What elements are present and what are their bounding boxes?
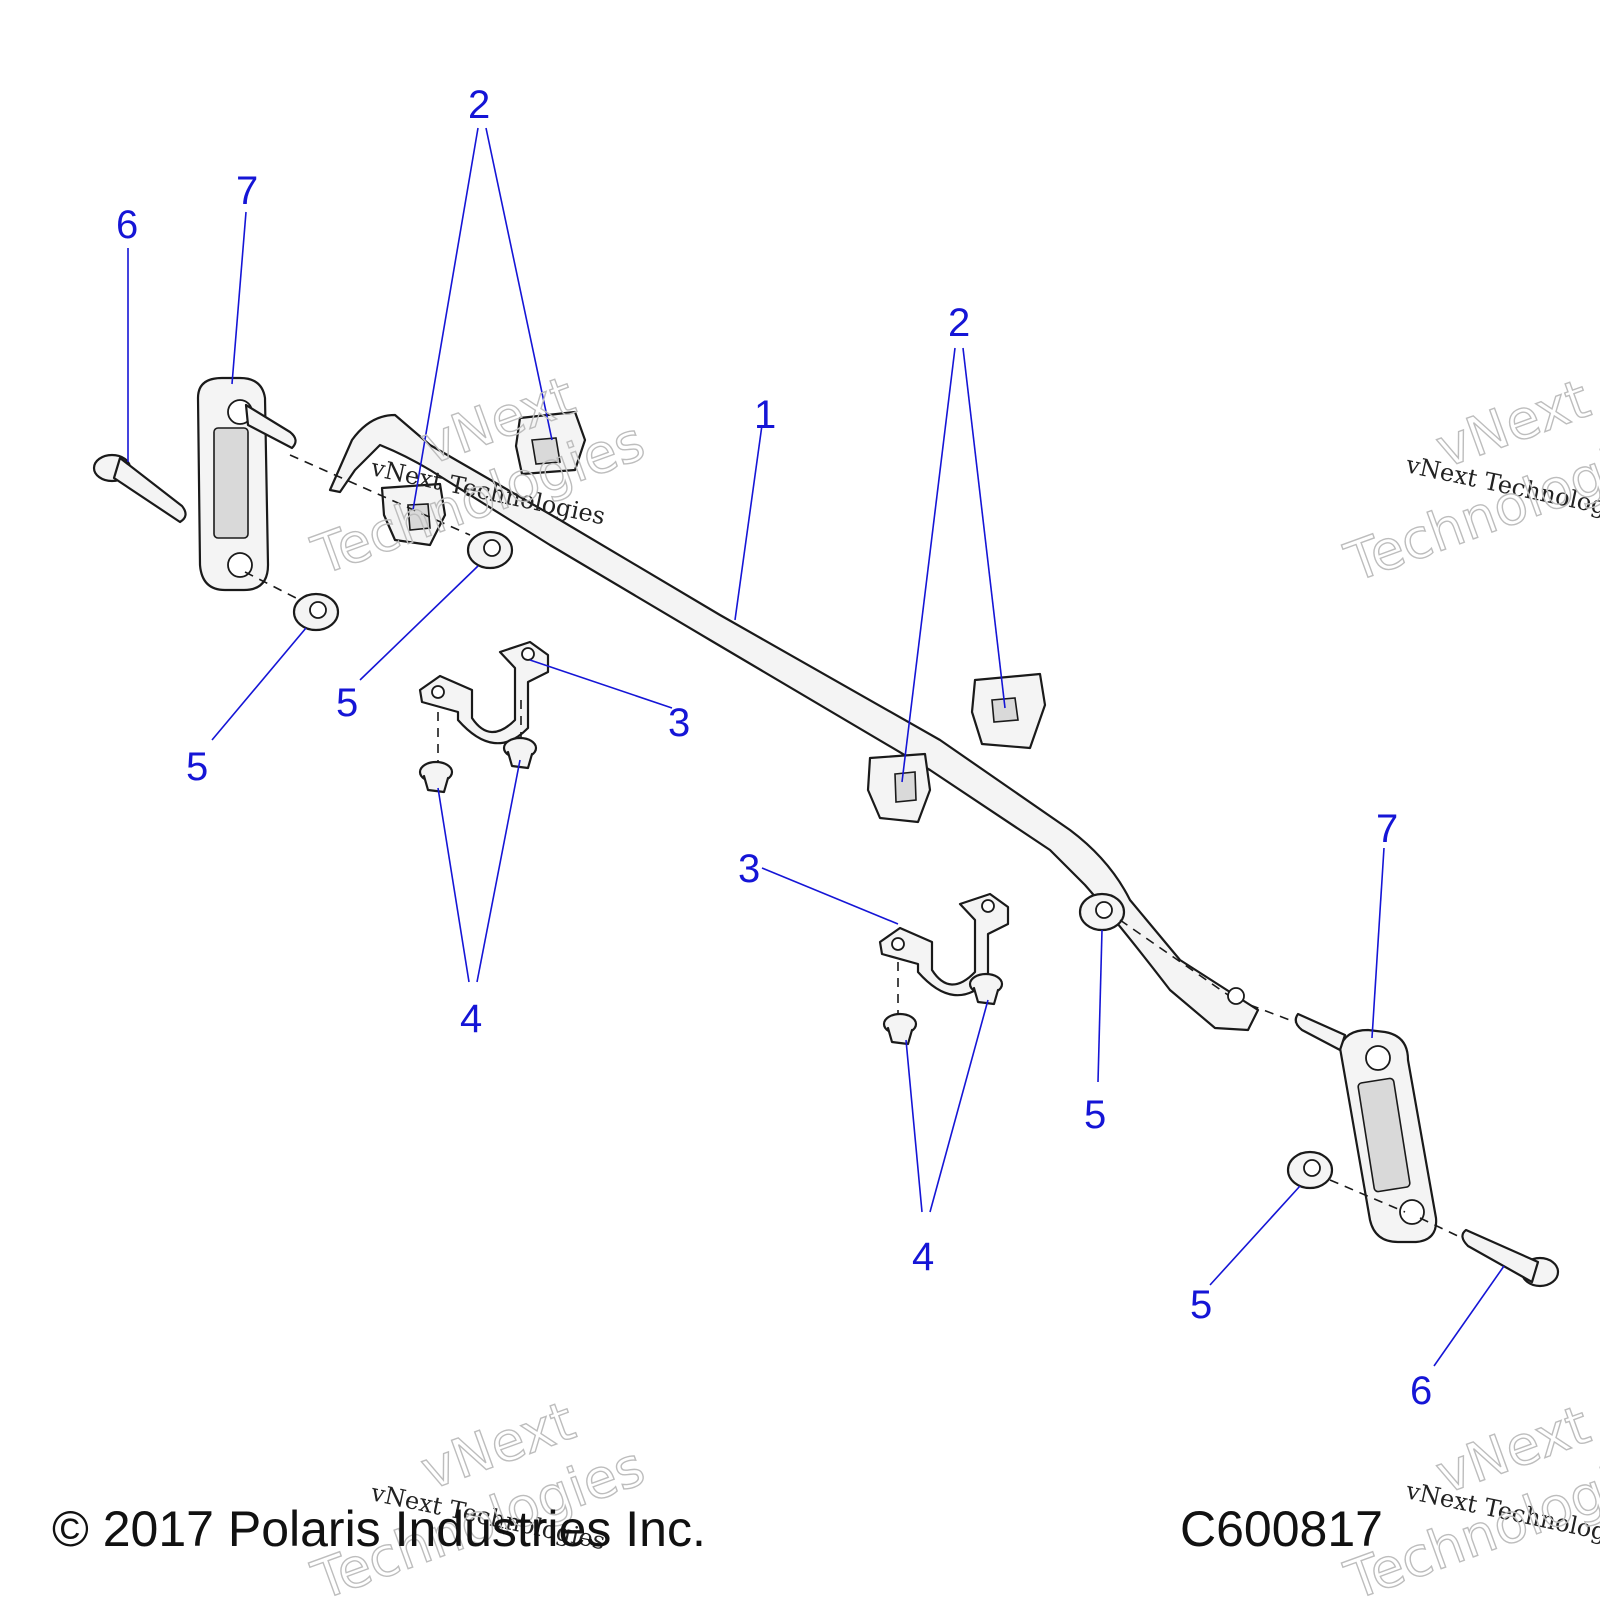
bushing-right-inner xyxy=(1078,892,1126,932)
drawing-number: C600817 xyxy=(1180,1501,1383,1557)
callout-7-left: 7 xyxy=(236,169,258,213)
stabilizer-bar xyxy=(328,413,1260,1032)
callout-3-left: 3 xyxy=(668,701,690,745)
nut-right-a xyxy=(882,1012,918,1046)
bar-bushing-left-a xyxy=(514,410,587,476)
link-left xyxy=(196,376,297,592)
callout-4-right: 4 xyxy=(912,1235,934,1279)
clamp-right xyxy=(878,892,1010,997)
callout-5-right-inner: 5 xyxy=(1084,1093,1106,1137)
callout-6-left: 6 xyxy=(116,203,138,247)
nut-left-a xyxy=(418,760,454,794)
bushing-left-inner xyxy=(466,530,514,570)
leader-lines xyxy=(127,127,1505,1367)
callout-1: 1 xyxy=(754,393,776,437)
bar-bushing-right-b xyxy=(866,752,932,824)
callout-3-right: 3 xyxy=(738,847,760,891)
callout-6-right: 6 xyxy=(1410,1369,1432,1413)
bushing-right-outer xyxy=(1286,1150,1334,1190)
nut-right-b xyxy=(968,972,1004,1006)
bar-bushing-right-a xyxy=(970,672,1047,750)
nut-left-b xyxy=(502,736,538,770)
bolt-right xyxy=(1461,1228,1560,1288)
callout-5-right-outer: 5 xyxy=(1190,1283,1212,1327)
callout-2-right: 2 xyxy=(948,301,970,345)
bolt-left xyxy=(92,453,187,524)
clamp-left xyxy=(418,640,550,745)
callout-5-left-outer: 5 xyxy=(186,745,208,789)
callout-2-left: 2 xyxy=(468,83,490,127)
callout-5-left-inner: 5 xyxy=(336,681,358,725)
callout-4-left: 4 xyxy=(460,997,482,1041)
assembly-axes xyxy=(244,454,1463,1239)
bushing-left-outer xyxy=(292,592,340,632)
callouts: 1 2 2 3 3 4 4 5 5 5 5 6 6 7 7 xyxy=(116,83,1432,1413)
copyright-notice: © 2017 Polaris Industries Inc. xyxy=(52,1501,706,1557)
callout-7-right: 7 xyxy=(1376,807,1398,851)
link-right xyxy=(1294,1012,1438,1244)
